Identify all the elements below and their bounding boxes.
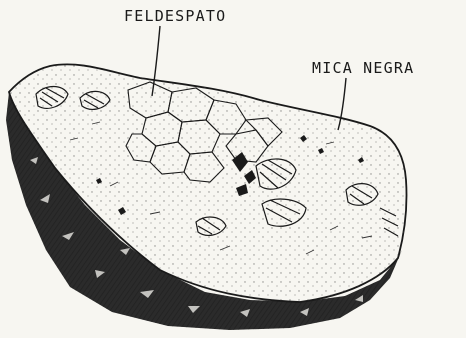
- label-black-mica: MICA NEGRA: [312, 59, 414, 77]
- label-feldspar: FELDESPATO: [124, 7, 226, 25]
